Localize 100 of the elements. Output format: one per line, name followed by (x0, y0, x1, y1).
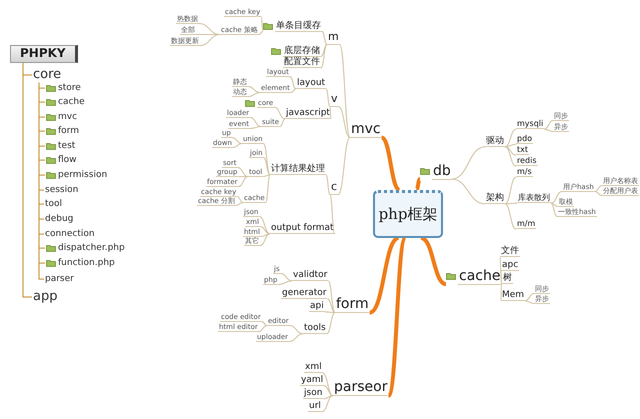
topic-label: m/m (516, 219, 536, 230)
branch-line (328, 280, 336, 314)
branch-line (280, 273, 292, 282)
branch-line (235, 202, 244, 206)
branch-line (250, 117, 262, 128)
branch-line (274, 106, 286, 120)
tree-item: test (58, 141, 76, 151)
branch-line (550, 202, 558, 208)
topic-label: mysqli (516, 119, 544, 130)
topic-label: 库表散列 (517, 193, 551, 204)
branch-line (260, 16, 264, 32)
branch-line (500, 284, 502, 302)
branch-line (265, 174, 270, 204)
topic-label: url (308, 400, 322, 412)
branch-line (322, 395, 334, 400)
branch-line (321, 395, 334, 412)
branch-line (324, 311, 336, 314)
topic-label: generator (281, 288, 328, 299)
branch-line (262, 174, 270, 178)
branch-line (249, 126, 262, 130)
tree-line (38, 82, 44, 280)
topic-label: 计算结果处理 (270, 164, 326, 175)
topic-label: v (330, 93, 339, 107)
tree-item: dispatcher.php (58, 243, 125, 253)
tree-item: connection (45, 229, 95, 240)
branch-line (594, 185, 602, 192)
tree-item: flow (58, 155, 77, 165)
branch-line (524, 293, 534, 302)
branch-line (326, 174, 330, 196)
topic-label: m (327, 31, 340, 45)
branch-line (320, 44, 328, 57)
root-box: PHPKY (10, 45, 78, 63)
tree-item: form (58, 126, 79, 136)
branch-line (260, 233, 270, 238)
branch-line (504, 146, 516, 156)
branch-line (544, 128, 554, 132)
branch-line (504, 176, 516, 204)
branch-line (550, 202, 558, 218)
main-branch (380, 136, 401, 192)
branch-line (258, 216, 270, 234)
branch-label: cache (458, 268, 502, 285)
branch-line (196, 34, 220, 36)
topic-label: yaml (300, 374, 324, 386)
tree-item: app (33, 290, 58, 304)
topic-label: 配置文件 (283, 56, 321, 68)
branch-line (231, 137, 242, 144)
topic-label: layout (296, 78, 326, 89)
branch-line (320, 44, 328, 68)
tree-item: tool (45, 199, 62, 210)
topic-label: validtor (292, 270, 328, 281)
branch-line (280, 118, 286, 128)
topic-label: output format (270, 222, 335, 234)
branch-line (263, 143, 270, 176)
topic-label: 文件 (500, 246, 520, 257)
tree-item: mvc (58, 112, 78, 122)
branch-line (278, 280, 292, 286)
branch-label: mvc (350, 120, 382, 138)
branch-line (451, 178, 486, 204)
topic-label: javascript (285, 108, 331, 119)
branch-line (330, 194, 336, 234)
branch-line (594, 191, 602, 196)
topic-label: m/s (516, 167, 533, 178)
branch-line (198, 23, 220, 36)
topic-label: 驱动 (485, 136, 505, 147)
topic-label: apc (501, 260, 520, 271)
branch-line (324, 385, 334, 396)
branch-line (524, 300, 534, 304)
topic-label: api (309, 300, 325, 312)
tree-item: parser (45, 274, 74, 284)
branch-line (248, 86, 260, 94)
branch-line (504, 146, 516, 167)
tree-item: session (45, 185, 78, 196)
topic-label: c (330, 181, 338, 195)
topic-label: xml (304, 362, 323, 373)
branch-line (258, 325, 268, 332)
branch-line (238, 176, 248, 188)
branch-line (258, 30, 264, 36)
tree-line (22, 62, 32, 298)
branch-line (326, 312, 336, 334)
tree-item: permission (58, 170, 108, 180)
branch-label: db (432, 163, 452, 180)
branch-line (288, 333, 304, 342)
topic-label: Mem (501, 290, 526, 301)
branch-line (236, 196, 244, 204)
branch-line (451, 146, 486, 180)
branch-line (326, 298, 336, 314)
branch-line (550, 191, 562, 204)
branch-line (289, 76, 296, 90)
branch-line (237, 167, 248, 178)
topic-label: tools (303, 322, 327, 334)
branch-line (232, 143, 242, 148)
branch-line (504, 202, 518, 204)
main-branch (368, 236, 400, 314)
branch-line (263, 157, 270, 176)
branch-line (248, 92, 260, 98)
tree-item: store (58, 83, 81, 93)
branch-line (322, 372, 334, 396)
topic-label: txt (516, 145, 530, 156)
branch-line (326, 88, 330, 108)
central-topic-box: php框架 (373, 190, 443, 238)
